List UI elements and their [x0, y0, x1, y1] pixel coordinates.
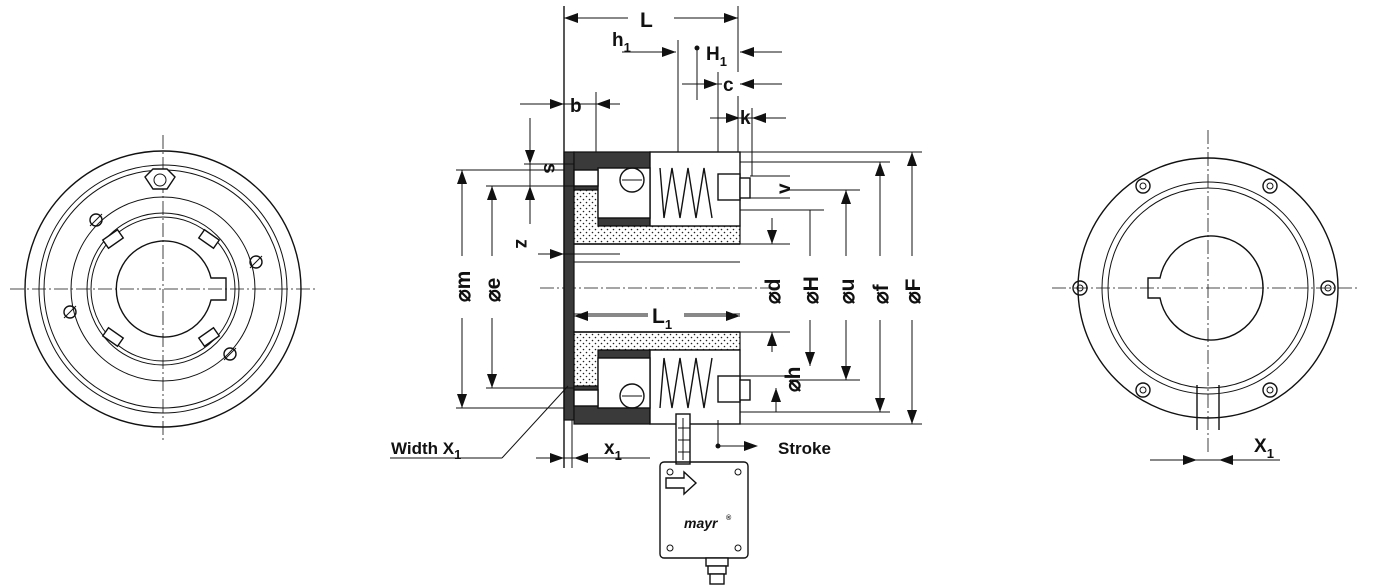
screw-icon	[1262, 178, 1278, 194]
stroke-label: Stroke	[778, 439, 831, 458]
dim-H-label: ⌀H	[800, 276, 823, 304]
dim-L1-label: L1	[652, 305, 672, 332]
screw-icon	[1072, 280, 1088, 296]
section-view: L h1 H1 c k b s	[390, 6, 925, 585]
dim-h1-label: h1	[612, 30, 631, 55]
dim-X1-label: X1	[1254, 436, 1274, 461]
screw-icon	[1320, 280, 1336, 296]
dim-x1-label: x1	[604, 438, 622, 463]
dim-s-label: s	[539, 163, 560, 174]
dim-z-label: z	[511, 239, 532, 249]
dim-H1-label: H1	[706, 44, 727, 69]
dim-f-label: ⌀f	[870, 283, 893, 304]
dim-F-label: ⌀F	[902, 278, 925, 304]
dim-c-label: c	[723, 75, 734, 96]
lug	[101, 326, 125, 348]
screw-icon	[89, 213, 103, 227]
mayr-logo: mayr	[684, 515, 719, 531]
dim-d-label: ⌀d	[762, 279, 785, 304]
lug	[197, 228, 221, 250]
width-x1-callout: Width X1	[391, 439, 461, 462]
screw-icon	[1135, 382, 1151, 398]
left-front-view	[10, 135, 318, 440]
limit-switch-box: mayr ®	[659, 413, 749, 585]
screw-icon	[223, 347, 237, 361]
dim-k-label: k	[740, 108, 751, 129]
screw-icon	[249, 255, 263, 269]
dim-h-label: ⌀h	[782, 367, 805, 392]
dim-m-label: ⌀m	[452, 271, 475, 302]
screw-icon	[1262, 382, 1278, 398]
dim-b-label: b	[570, 96, 582, 117]
screw-icon	[63, 305, 77, 319]
lug	[197, 326, 221, 348]
screw-icon	[1135, 178, 1151, 194]
dim-e-label: ⌀e	[482, 278, 505, 302]
dim-L-label: L	[640, 9, 653, 32]
dim-u-label: ⌀u	[836, 279, 859, 304]
hex-bolt-icon	[144, 168, 176, 190]
lug	[101, 228, 125, 250]
right-front-view: X1	[1052, 130, 1360, 465]
arrow-right-outline-icon	[665, 470, 698, 496]
dim-v-label: v	[774, 183, 795, 194]
logo-registered-mark: ®	[726, 514, 732, 522]
